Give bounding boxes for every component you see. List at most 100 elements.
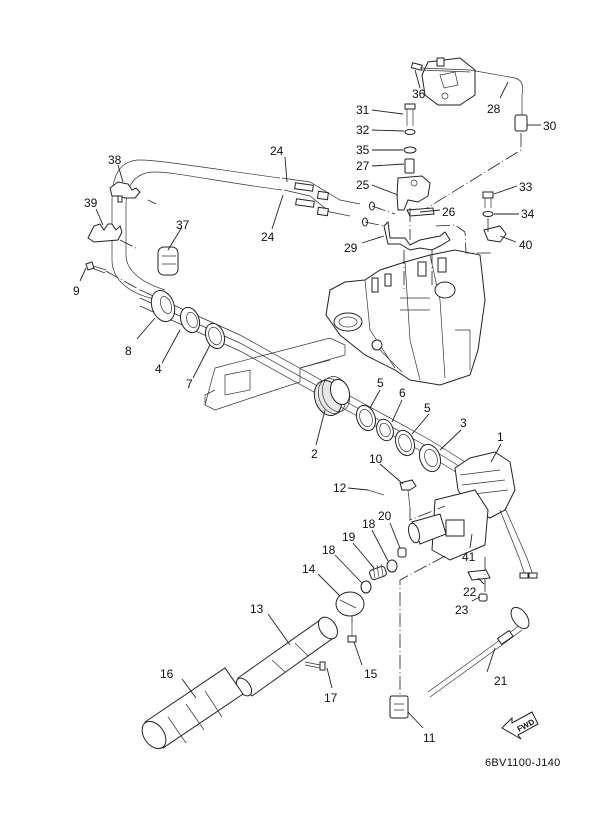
assembly-line <box>409 505 446 521</box>
callout-28: 28 <box>487 102 501 116</box>
link-rod-28 <box>419 67 524 115</box>
callout-24-bottom: 24 <box>261 230 275 244</box>
bolt-9 <box>85 261 107 274</box>
callout-13: 13 <box>250 602 264 616</box>
callout-29: 29 <box>344 241 358 255</box>
collar-20 <box>397 547 407 558</box>
washer-35 <box>403 146 417 154</box>
steering-handle-bracket-41 <box>431 489 489 561</box>
callout-9: 9 <box>73 284 80 298</box>
assembly-line <box>399 555 446 696</box>
assembly-line <box>364 221 385 227</box>
assembly-line <box>435 224 492 254</box>
callout-labels: 1 2 3 4 5 5 6 7 8 9 10 11 12 13 14 15 16… <box>73 87 557 745</box>
clip-38 <box>109 181 141 203</box>
callout-37: 37 <box>176 218 190 232</box>
assembly-line <box>147 199 157 205</box>
callout-3: 3 <box>460 416 467 430</box>
tiller-cables <box>499 507 538 579</box>
throttle-shaft-13 <box>235 616 339 697</box>
wing-bolt-10 <box>399 479 417 509</box>
callout-18b: 18 <box>322 543 336 557</box>
callout-5a: 5 <box>377 376 384 390</box>
callout-31: 31 <box>356 103 370 117</box>
grip-16 <box>141 667 244 750</box>
clip-11 <box>389 695 409 719</box>
callout-33: 33 <box>519 180 533 194</box>
callout-14: 14 <box>302 562 316 576</box>
callout-8: 8 <box>125 344 132 358</box>
callout-39: 39 <box>84 196 98 210</box>
callout-20: 20 <box>378 509 392 523</box>
bracket-29 <box>383 220 451 251</box>
callout-7: 7 <box>186 377 193 391</box>
callout-22: 22 <box>463 585 477 599</box>
lower-bracket <box>204 337 346 411</box>
callout-10: 10 <box>369 452 383 466</box>
grommet-7 <box>204 322 226 350</box>
callout-40: 40 <box>519 238 533 252</box>
callout-11: 11 <box>423 731 436 745</box>
screw-17 <box>304 661 326 671</box>
callout-27: 27 <box>356 159 370 173</box>
bolt-33 <box>482 191 494 208</box>
spring-19 <box>369 563 387 581</box>
callout-18a: 18 <box>362 517 376 531</box>
shaft-end <box>408 513 447 545</box>
engine-block <box>325 249 486 386</box>
fwd-direction-arrow: FWD <box>501 711 539 740</box>
grommet-4 <box>179 306 201 334</box>
pin-36 <box>410 62 423 71</box>
screw-23 <box>478 593 488 602</box>
washer-5a <box>355 404 377 432</box>
callout-5b: 5 <box>424 401 431 415</box>
callout-24-top: 24 <box>270 144 284 158</box>
clip-39 <box>87 223 123 243</box>
assembly-line <box>105 270 141 291</box>
clamp-40 <box>483 225 507 243</box>
callout-38: 38 <box>108 153 122 167</box>
washer-32 <box>404 129 416 135</box>
callout-23: 23 <box>455 603 469 617</box>
assembly-line <box>426 133 522 209</box>
collar-27 <box>404 158 415 174</box>
callout-21: 21 <box>494 674 508 688</box>
grommet-8 <box>150 290 176 322</box>
callout-35: 35 <box>356 143 370 157</box>
callout-15: 15 <box>364 667 378 681</box>
lever-25 <box>396 175 431 211</box>
grommet-3 <box>418 443 442 473</box>
carburetor <box>421 57 476 106</box>
callout-41: 41 <box>462 550 476 564</box>
callout-12: 12 <box>333 481 347 495</box>
diagram-code: 6BV1100-J140 <box>485 757 561 769</box>
assembly-line <box>371 205 396 215</box>
callout-32: 32 <box>356 123 370 137</box>
callout-2: 2 <box>311 447 318 461</box>
callout-26: 26 <box>442 205 456 219</box>
clamp-37 <box>157 246 179 276</box>
callout-1: 1 <box>497 430 504 444</box>
callout-30: 30 <box>543 119 557 133</box>
joint-30 <box>514 114 528 132</box>
bushing-6 <box>376 418 394 442</box>
grommet-2 <box>313 376 351 416</box>
bushing-14 <box>335 591 365 617</box>
plate-22 <box>467 569 491 581</box>
leader-lines <box>79 69 541 729</box>
washer-18a <box>386 559 398 573</box>
callout-19: 19 <box>342 530 356 544</box>
callout-36: 36 <box>412 87 426 101</box>
pin-12 <box>367 489 385 496</box>
callout-16: 16 <box>160 667 174 681</box>
washer-5b <box>394 429 416 457</box>
throttle-rod-21 <box>427 606 530 698</box>
screw-15 <box>347 620 357 643</box>
callout-25: 25 <box>356 178 370 192</box>
assembly-line <box>119 239 137 249</box>
washer-18b <box>360 580 372 594</box>
callout-4: 4 <box>155 362 162 376</box>
callout-6: 6 <box>399 386 406 400</box>
callout-17: 17 <box>324 691 338 705</box>
